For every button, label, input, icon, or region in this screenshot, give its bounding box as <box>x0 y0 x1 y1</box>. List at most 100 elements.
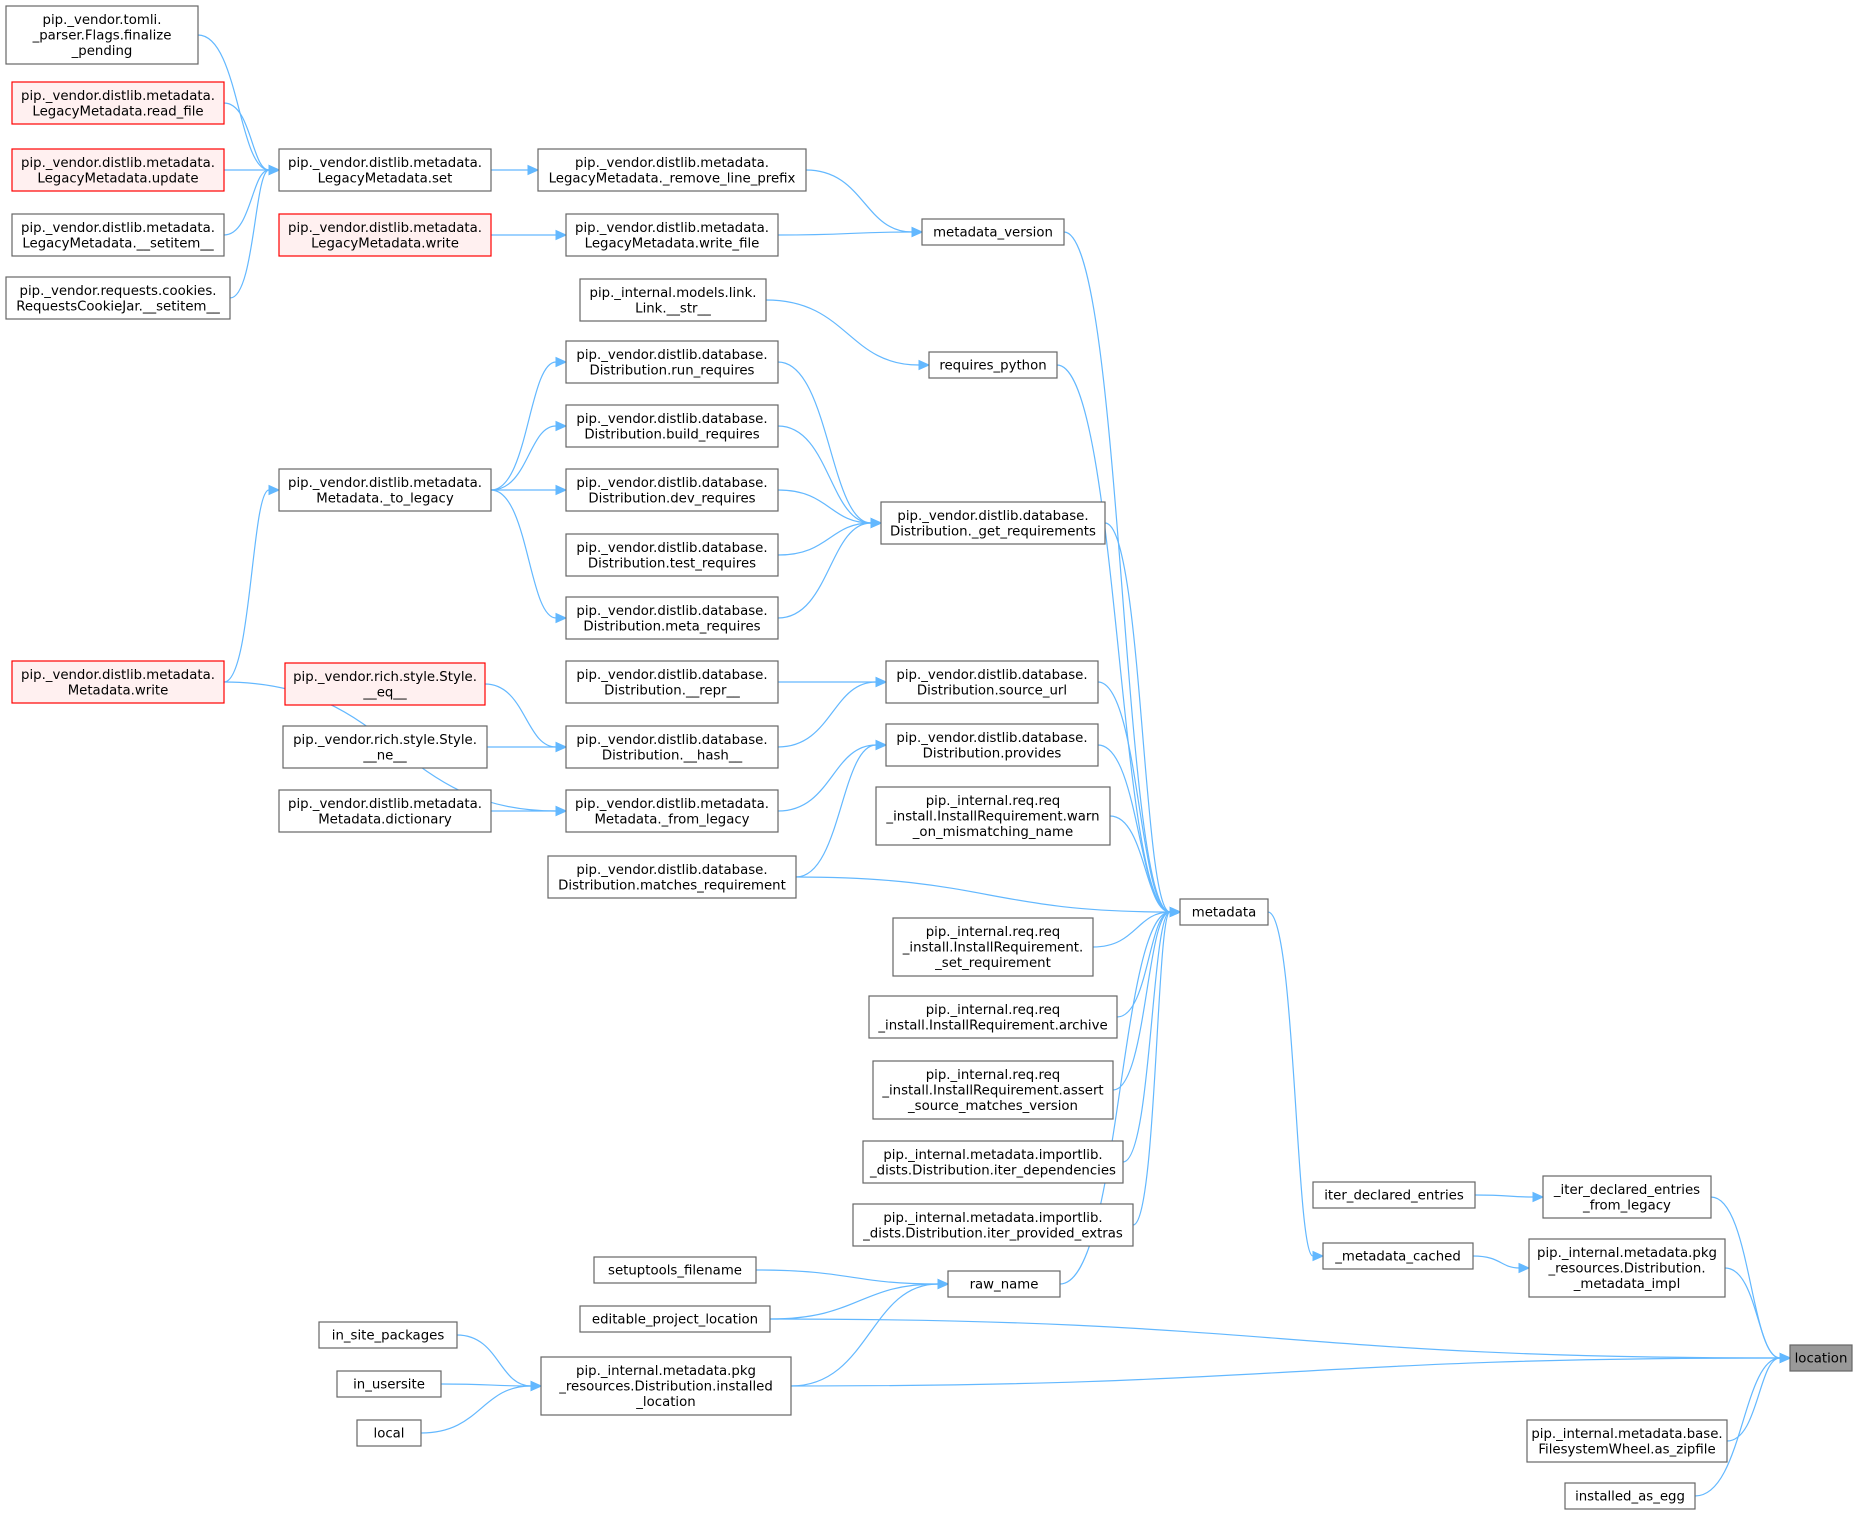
node-dev-requires[interactable]: pip._vendor.distlib.database.Distributio… <box>565 468 779 512</box>
node-iter-declared-legacy[interactable]: _iter_declared_entries_from_legacy <box>1542 1175 1712 1219</box>
node-metadata-impl[interactable]: pip._internal.metadata.pkg_resources.Dis… <box>1528 1238 1726 1298</box>
node-label-line: Metadata._to_legacy <box>316 491 454 506</box>
node-as-zipfile[interactable]: pip._internal.metadata.base.FilesystemWh… <box>1526 1419 1728 1463</box>
node-local[interactable]: local <box>356 1419 422 1447</box>
edge-test_requires-to-get_requirements <box>777 522 872 556</box>
edge-editable_project_location-to-location <box>769 1318 1781 1359</box>
node-box <box>892 917 1094 977</box>
node-metadata[interactable]: metadata <box>1179 898 1269 926</box>
node-box <box>565 533 779 577</box>
arrowhead-to_legacy-to-build_requires <box>555 420 568 432</box>
node-assert-source[interactable]: pip._internal.req.req_install.InstallReq… <box>872 1060 1114 1120</box>
node-provides[interactable]: pip._vendor.distlib.database.Distributio… <box>885 723 1099 767</box>
node-box <box>5 276 231 320</box>
node-box <box>565 340 779 384</box>
node-label-line: LegacyMetadata.__setitem__ <box>22 236 214 251</box>
node-md-write[interactable]: pip._vendor.distlib.metadata.Metadata.wr… <box>11 660 225 704</box>
node-get-requirements[interactable]: pip._vendor.distlib.database.Distributio… <box>880 501 1106 545</box>
node-label-line: Distribution.source_url <box>917 683 1067 698</box>
node-label-line: pip._vendor.distlib.database. <box>576 541 767 556</box>
node-set-requirement[interactable]: pip._internal.req.req_install.InstallReq… <box>892 917 1094 977</box>
node-link-str[interactable]: pip._internal.models.link.Link.__str__ <box>579 278 767 322</box>
node-dist-hash[interactable]: pip._vendor.distlib.database.Distributio… <box>565 725 779 769</box>
edge-rcj_setitem-to-lm_set <box>229 169 270 299</box>
node-location[interactable]: location <box>1789 1344 1853 1372</box>
node-label-line: metadata <box>1192 906 1256 921</box>
node-in-site-packages[interactable]: in_site_packages <box>318 1321 458 1349</box>
node-requires-python[interactable]: requires_python <box>928 351 1058 379</box>
node-box <box>593 1256 757 1284</box>
node-tomli-finalize[interactable]: pip._vendor.tomli._parser.Flags.finalize… <box>5 5 199 65</box>
node-label-line: pip._internal.metadata.importlib. <box>883 1148 1102 1163</box>
node-box <box>537 148 807 192</box>
node-installed-location[interactable]: pip._internal.metadata.pkg_resources.Dis… <box>540 1356 792 1416</box>
node-matches-req[interactable]: pip._vendor.distlib.database.Distributio… <box>547 855 797 899</box>
node-label-line: pip._vendor.distlib.metadata. <box>21 668 215 683</box>
node-label-line: _location <box>635 1395 695 1410</box>
node-lm-read-file[interactable]: pip._vendor.distlib.metadata.LegacyMetad… <box>11 81 225 125</box>
node-lm-update[interactable]: pip._vendor.distlib.metadata.LegacyMetad… <box>11 148 225 192</box>
node-raw-name[interactable]: raw_name <box>947 1270 1061 1298</box>
node-run-requires[interactable]: pip._vendor.distlib.database.Distributio… <box>565 340 779 384</box>
node-lm-write-file[interactable]: pip._vendor.distlib.metadata.LegacyMetad… <box>565 213 779 257</box>
edge-to_legacy-to-run_requires <box>490 361 557 491</box>
node-box <box>278 148 492 192</box>
arrowhead-metadata-to-metadata_cached <box>1312 1250 1325 1262</box>
node-label-line: requires_python <box>939 359 1046 374</box>
node-style-ne[interactable]: pip._vendor.rich.style.Style.__ne__ <box>282 725 488 769</box>
node-label-line: pip._internal.req.req <box>926 1068 1061 1083</box>
edge-to_legacy-to-meta_requires <box>490 489 557 619</box>
node-label-line: _resources.Distribution.installed <box>558 1380 773 1395</box>
node-test-requires[interactable]: pip._vendor.distlib.database.Distributio… <box>565 533 779 577</box>
node-lm-setitem[interactable]: pip._vendor.distlib.metadata.LegacyMetad… <box>11 213 225 257</box>
node-label-line: LegacyMetadata.update <box>37 171 198 186</box>
node-setuptools-filename[interactable]: setuptools_filename <box>593 1256 757 1284</box>
arrowhead-to_legacy-to-run_requires <box>555 356 568 368</box>
node-lm-set[interactable]: pip._vendor.distlib.metadata.LegacyMetad… <box>278 148 492 192</box>
node-label-line: LegacyMetadata._remove_line_prefix <box>549 171 796 186</box>
node-label-line: _install.InstallRequirement.assert <box>881 1084 1103 1099</box>
node-lm-remove-prefix[interactable]: pip._vendor.distlib.metadata.LegacyMetad… <box>537 148 807 192</box>
node-label-line: _from_legacy <box>1582 1198 1671 1213</box>
node-box <box>852 1203 1134 1247</box>
edge-installed_location-to-location <box>790 1357 1781 1387</box>
node-label-line: Distribution.dev_requires <box>588 491 755 506</box>
node-iter-provided-extras[interactable]: pip._internal.metadata.importlib._dists.… <box>852 1203 1134 1247</box>
node-rcj-setitem[interactable]: pip._vendor.requests.cookies.RequestsCoo… <box>5 276 231 320</box>
edge-lm_remove_prefix-to-metadata_version <box>805 169 913 233</box>
node-label-line: pip._vendor.requests.cookies. <box>20 284 217 299</box>
node-in-usersite[interactable]: in_usersite <box>336 1370 442 1398</box>
node-iter-declared-entries[interactable]: iter_declared_entries <box>1312 1181 1476 1209</box>
node-metadata-version[interactable]: metadata_version <box>921 218 1065 246</box>
node-label-line: __ne__ <box>362 748 407 763</box>
node-box <box>565 789 779 833</box>
edge-dev_requires-to-get_requirements <box>777 489 872 524</box>
edge-iter_declared_entries-to-iter_declared_legacy <box>1474 1194 1534 1198</box>
node-label-line: LegacyMetadata.write_file <box>585 236 760 251</box>
node-box <box>11 660 225 704</box>
node-dist-repr[interactable]: pip._vendor.distlib.database.Distributio… <box>565 660 779 704</box>
node-style-eq[interactable]: pip._vendor.rich.style.Style.__eq__ <box>284 662 486 706</box>
node-lm-write[interactable]: pip._vendor.distlib.metadata.LegacyMetad… <box>278 213 492 257</box>
node-warn-mismatch[interactable]: pip._internal.req.req_install.InstallReq… <box>875 786 1111 846</box>
node-installed-as-egg[interactable]: installed_as_egg <box>1564 1482 1696 1510</box>
node-source-url[interactable]: pip._vendor.distlib.database.Distributio… <box>885 660 1099 704</box>
node-iter-dependencies[interactable]: pip._internal.metadata.importlib._dists.… <box>862 1140 1124 1184</box>
node-build-requires[interactable]: pip._vendor.distlib.database.Distributio… <box>565 404 779 448</box>
arrowhead-rcj_setitem-to-lm_set <box>268 164 281 176</box>
node-archive[interactable]: pip._internal.req.req_install.InstallReq… <box>868 995 1118 1039</box>
node-box <box>868 995 1118 1039</box>
node-metadata-cached[interactable]: _metadata_cached <box>1322 1242 1474 1270</box>
node-editable-project-location[interactable]: editable_project_location <box>579 1305 771 1333</box>
node-to-legacy[interactable]: pip._vendor.distlib.metadata.Metadata._t… <box>278 468 492 512</box>
node-label-line: pip._vendor.distlib.database. <box>576 604 767 619</box>
node-meta-requires[interactable]: pip._vendor.distlib.database.Distributio… <box>565 596 779 640</box>
edge-to_legacy-to-build_requires <box>490 425 557 491</box>
edge-lm_write_file-to-metadata_version <box>777 231 913 236</box>
node-md-dictionary[interactable]: pip._vendor.distlib.metadata.Metadata.di… <box>278 789 492 833</box>
edge-set_requirement-to-metadata <box>1092 911 1171 948</box>
node-box <box>921 218 1065 246</box>
node-label-line: _source_matches_version <box>907 1099 1078 1114</box>
node-from-legacy[interactable]: pip._vendor.distlib.metadata.Metadata._f… <box>565 789 779 833</box>
node-label-line: pip._vendor.distlib.metadata. <box>21 89 215 104</box>
